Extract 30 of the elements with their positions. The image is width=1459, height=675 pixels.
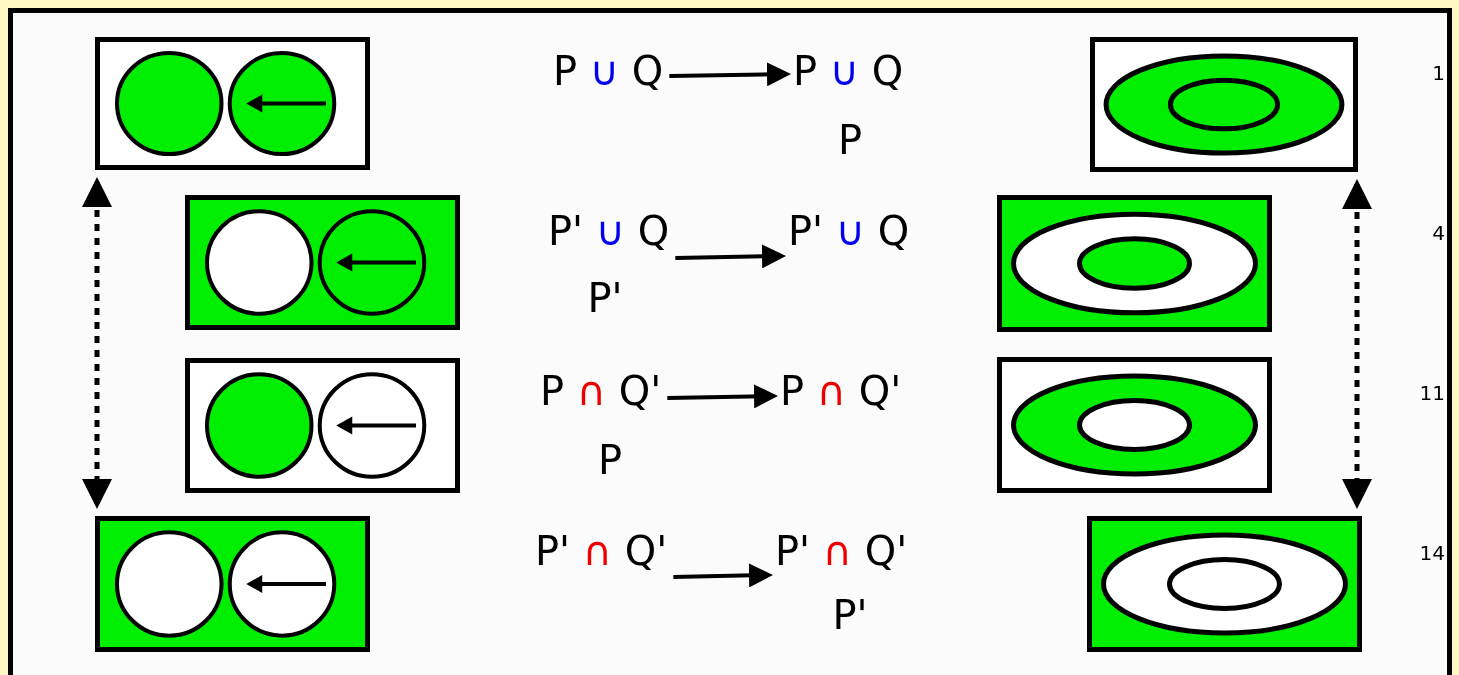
arrow bbox=[669, 62, 791, 87]
arrow bbox=[667, 384, 778, 409]
venn-diagram-drawing bbox=[997, 195, 1272, 332]
set-expression: P' ∩ Q' bbox=[535, 531, 668, 571]
double-arrow bbox=[82, 177, 112, 509]
set-expression: P ∩ Q' bbox=[540, 371, 662, 411]
set-expression: P ∪ Q bbox=[793, 51, 904, 91]
venn-diagram-drawing bbox=[997, 357, 1272, 493]
venn-diagram-drawing bbox=[95, 516, 370, 652]
venn-diagram-drawing bbox=[1087, 516, 1362, 652]
set-expression: P' ∪ Q bbox=[788, 211, 910, 251]
venn-diagram-drawing bbox=[1090, 37, 1358, 172]
arrow bbox=[673, 563, 773, 588]
set-expression: P ∪ Q bbox=[553, 51, 664, 91]
set-label: P bbox=[597, 440, 623, 480]
set-expression: P' ∩ Q' bbox=[775, 531, 908, 571]
venn-diagram-drawing bbox=[95, 37, 370, 170]
set-expression: P ∩ Q' bbox=[780, 371, 902, 411]
slide-number: 4 bbox=[1432, 223, 1445, 243]
venn-diagram-drawing bbox=[185, 195, 460, 330]
slide-number: 14 bbox=[1419, 543, 1445, 563]
set-label: P' bbox=[587, 278, 623, 318]
slide-number: 1 bbox=[1432, 63, 1445, 83]
venn-diagram-drawing bbox=[185, 358, 460, 493]
arrow bbox=[675, 244, 786, 269]
set-label: P bbox=[837, 120, 863, 160]
slide-number: 11 bbox=[1419, 383, 1445, 403]
double-arrow bbox=[1342, 179, 1372, 509]
set-label: P' bbox=[832, 595, 868, 635]
set-expression: P' ∪ Q bbox=[548, 211, 670, 251]
